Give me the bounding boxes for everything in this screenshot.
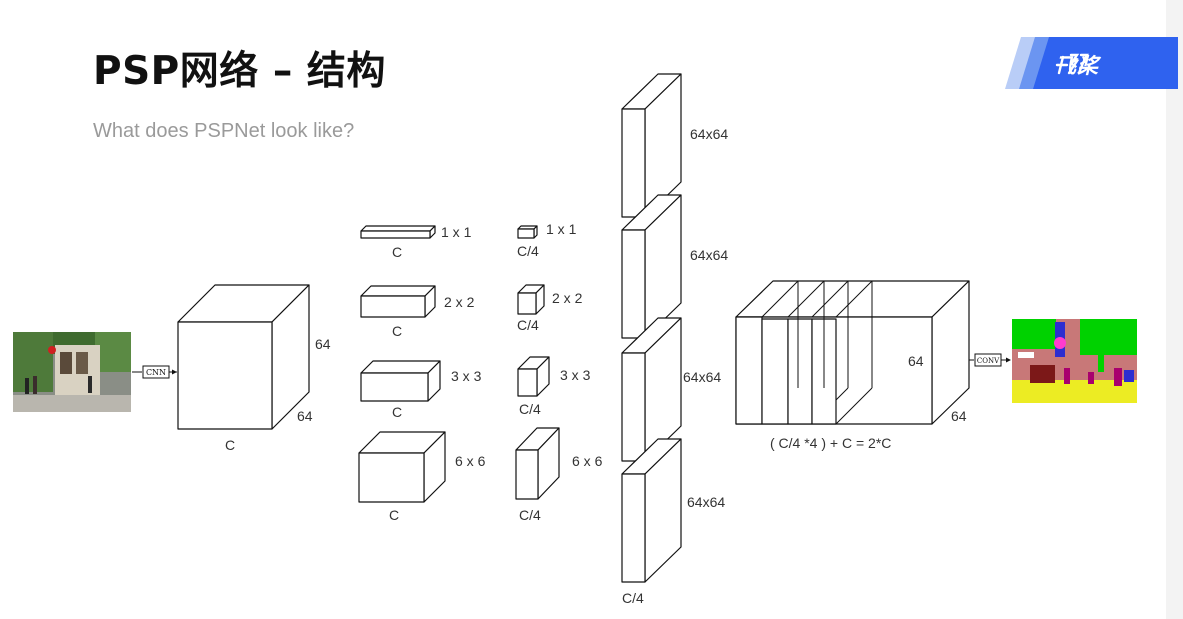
upsampled-4-size: 64x64 bbox=[687, 494, 725, 510]
pool-1x1-size: 1 x 1 bbox=[441, 224, 472, 240]
pool-6x6-channels: C bbox=[389, 507, 399, 523]
reduced-3x3-size: 3 x 3 bbox=[560, 367, 591, 383]
conv-label: CONV bbox=[977, 357, 1000, 365]
slide-subtitle: What does PSPNet look like? bbox=[93, 120, 355, 142]
concat-height: 64 bbox=[908, 353, 924, 369]
pool-2x2-size: 2 x 2 bbox=[444, 294, 475, 310]
pool-3x3-size: 3 x 3 bbox=[451, 368, 482, 384]
concat-formula: ( C/4 *4 ) + C = 2*C bbox=[770, 435, 891, 451]
reduced-1x1-size: 1 x 1 bbox=[546, 221, 577, 237]
paddle-logo bbox=[1005, 37, 1178, 89]
cnn-label: CNN bbox=[146, 368, 166, 377]
pool-6x6 bbox=[358, 431, 446, 503]
upsampled-channels: C/4 bbox=[622, 590, 644, 606]
upsampled-1 bbox=[621, 73, 682, 218]
upsampled-3 bbox=[621, 317, 682, 462]
pool-1x1 bbox=[360, 225, 436, 239]
slide-title: PSP网络 – 结构 bbox=[93, 49, 386, 94]
reduced-1x1-channels: C/4 bbox=[517, 243, 539, 259]
upsampled-2-size: 64x64 bbox=[690, 247, 728, 263]
upsampled-4 bbox=[621, 438, 682, 583]
upsampled-2 bbox=[621, 194, 682, 339]
feature-map-height: 64 bbox=[315, 336, 331, 352]
feature-map-cube bbox=[177, 284, 310, 430]
pool-3x3 bbox=[360, 360, 441, 402]
input-photo bbox=[13, 332, 131, 412]
reduced-6x6 bbox=[515, 427, 560, 500]
segmentation-output bbox=[1012, 319, 1137, 403]
feature-map-width: 64 bbox=[297, 408, 313, 424]
logo-main-band bbox=[1033, 37, 1178, 89]
pool-3x3-channels: C bbox=[392, 404, 402, 420]
logo-mid-stripe bbox=[1019, 37, 1053, 89]
feature-map-channels: C bbox=[225, 437, 235, 453]
pool-2x2 bbox=[360, 285, 436, 318]
reduced-1x1 bbox=[517, 225, 538, 239]
paddle-icon bbox=[1055, 53, 1089, 75]
upsampled-1-size: 64x64 bbox=[690, 126, 728, 142]
concat-slices bbox=[735, 280, 873, 425]
pool-1x1-channels: C bbox=[392, 244, 402, 260]
concat-width: 64 bbox=[951, 408, 967, 424]
reduced-2x2 bbox=[517, 284, 545, 315]
pool-2x2-channels: C bbox=[392, 323, 402, 339]
reduced-2x2-channels: C/4 bbox=[517, 317, 539, 333]
right-edge-strip bbox=[1166, 0, 1183, 619]
reduced-2x2-size: 2 x 2 bbox=[552, 290, 583, 306]
logo-text: 飞桨 bbox=[1055, 54, 1099, 78]
pool-6x6-size: 6 x 6 bbox=[455, 453, 486, 469]
reduced-3x3 bbox=[517, 356, 550, 397]
concat-stack bbox=[735, 280, 970, 425]
upsampled-3-size: 64x64 bbox=[683, 369, 721, 385]
reduced-3x3-channels: C/4 bbox=[519, 401, 541, 417]
reduced-6x6-channels: C/4 bbox=[519, 507, 541, 523]
reduced-6x6-size: 6 x 6 bbox=[572, 453, 603, 469]
logo-light-stripe bbox=[1005, 37, 1039, 89]
